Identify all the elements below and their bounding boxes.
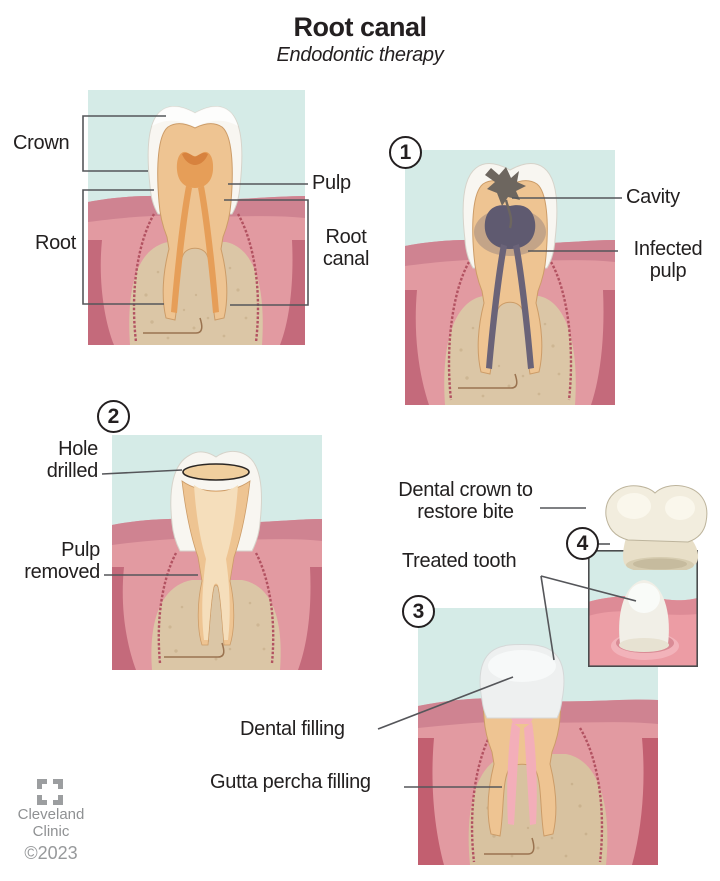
brand-name: Cleveland Clinic xyxy=(8,806,94,840)
brand-line2: Clinic xyxy=(32,823,70,840)
hole-drilled-label: Hole drilled xyxy=(46,438,99,482)
step1-number-badge: 1 xyxy=(389,136,422,169)
brand-line1: Cleveland xyxy=(17,806,85,823)
step4-panel-illustration xyxy=(588,550,698,667)
pulp-removed-label: Pulp removed xyxy=(24,539,100,583)
page-subtitle: Endodontic therapy xyxy=(276,44,444,66)
step1-number: 1 xyxy=(399,140,412,164)
crown-label: Crown xyxy=(13,132,70,154)
step2-panel-illustration xyxy=(112,435,322,670)
page-title: Root canal xyxy=(293,12,427,42)
step1-panel-illustration xyxy=(405,150,615,405)
root-canal-label: Root canal xyxy=(322,226,370,270)
cleveland-clinic-logo-icon xyxy=(37,779,63,805)
dental-crown-illustration xyxy=(605,485,708,570)
treated-tooth-label: Treated tooth xyxy=(402,550,517,572)
infected-pulp-label: Infected pulp xyxy=(633,238,703,282)
gutta-percha-label: Gutta percha filling xyxy=(210,771,371,793)
pulp-label: Pulp xyxy=(312,172,351,194)
step2-number: 2 xyxy=(107,404,120,428)
step3-number-badge: 3 xyxy=(402,595,435,628)
step3-number: 3 xyxy=(412,599,425,623)
dental-crown-label: Dental crown to restore bite xyxy=(398,479,533,523)
step4-number-badge: 4 xyxy=(566,527,599,560)
copyright-text: ©2023 xyxy=(24,843,78,863)
anatomy-panel-illustration xyxy=(88,90,305,345)
step4-number: 4 xyxy=(576,531,589,555)
cavity-label: Cavity xyxy=(626,186,680,208)
root-label: Root xyxy=(34,232,76,254)
step2-number-badge: 2 xyxy=(97,400,130,433)
dental-filling-label: Dental filling xyxy=(240,718,345,740)
